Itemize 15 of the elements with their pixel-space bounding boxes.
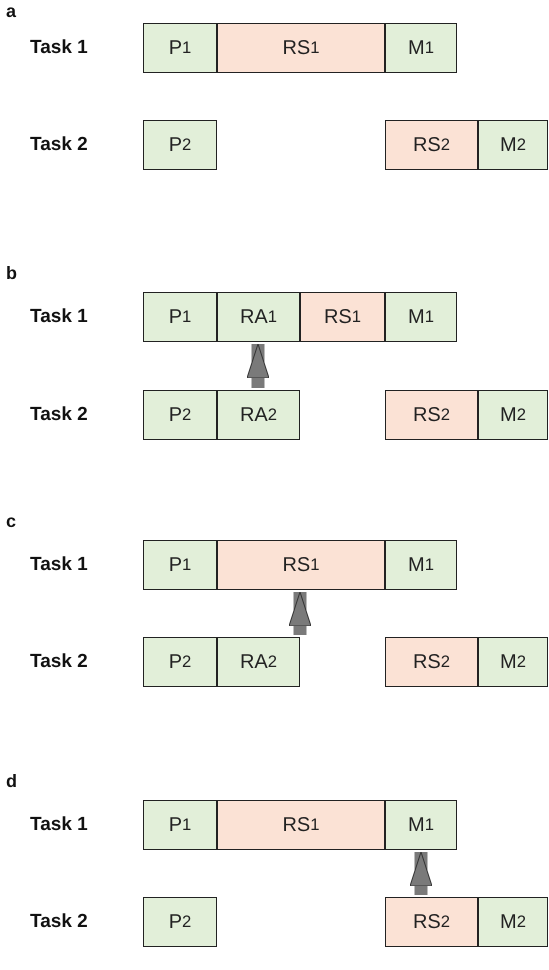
panel-letter: b xyxy=(6,262,17,284)
row-label: Task 1 xyxy=(30,553,88,577)
panel-letter: a xyxy=(6,0,16,22)
row-label: Task 1 xyxy=(30,36,88,60)
row-label: Task 2 xyxy=(30,910,88,934)
panel-letter: c xyxy=(6,510,16,532)
block-arrow xyxy=(246,344,270,388)
block-arrow xyxy=(410,852,432,895)
row-label: Task 2 xyxy=(30,650,88,674)
panel-letter: d xyxy=(6,770,17,792)
row-label: Task 1 xyxy=(30,813,88,837)
row-label: Task 2 xyxy=(30,403,88,427)
block-arrow xyxy=(288,592,312,635)
row-label: Task 1 xyxy=(30,305,88,329)
row-label: Task 2 xyxy=(30,133,88,157)
